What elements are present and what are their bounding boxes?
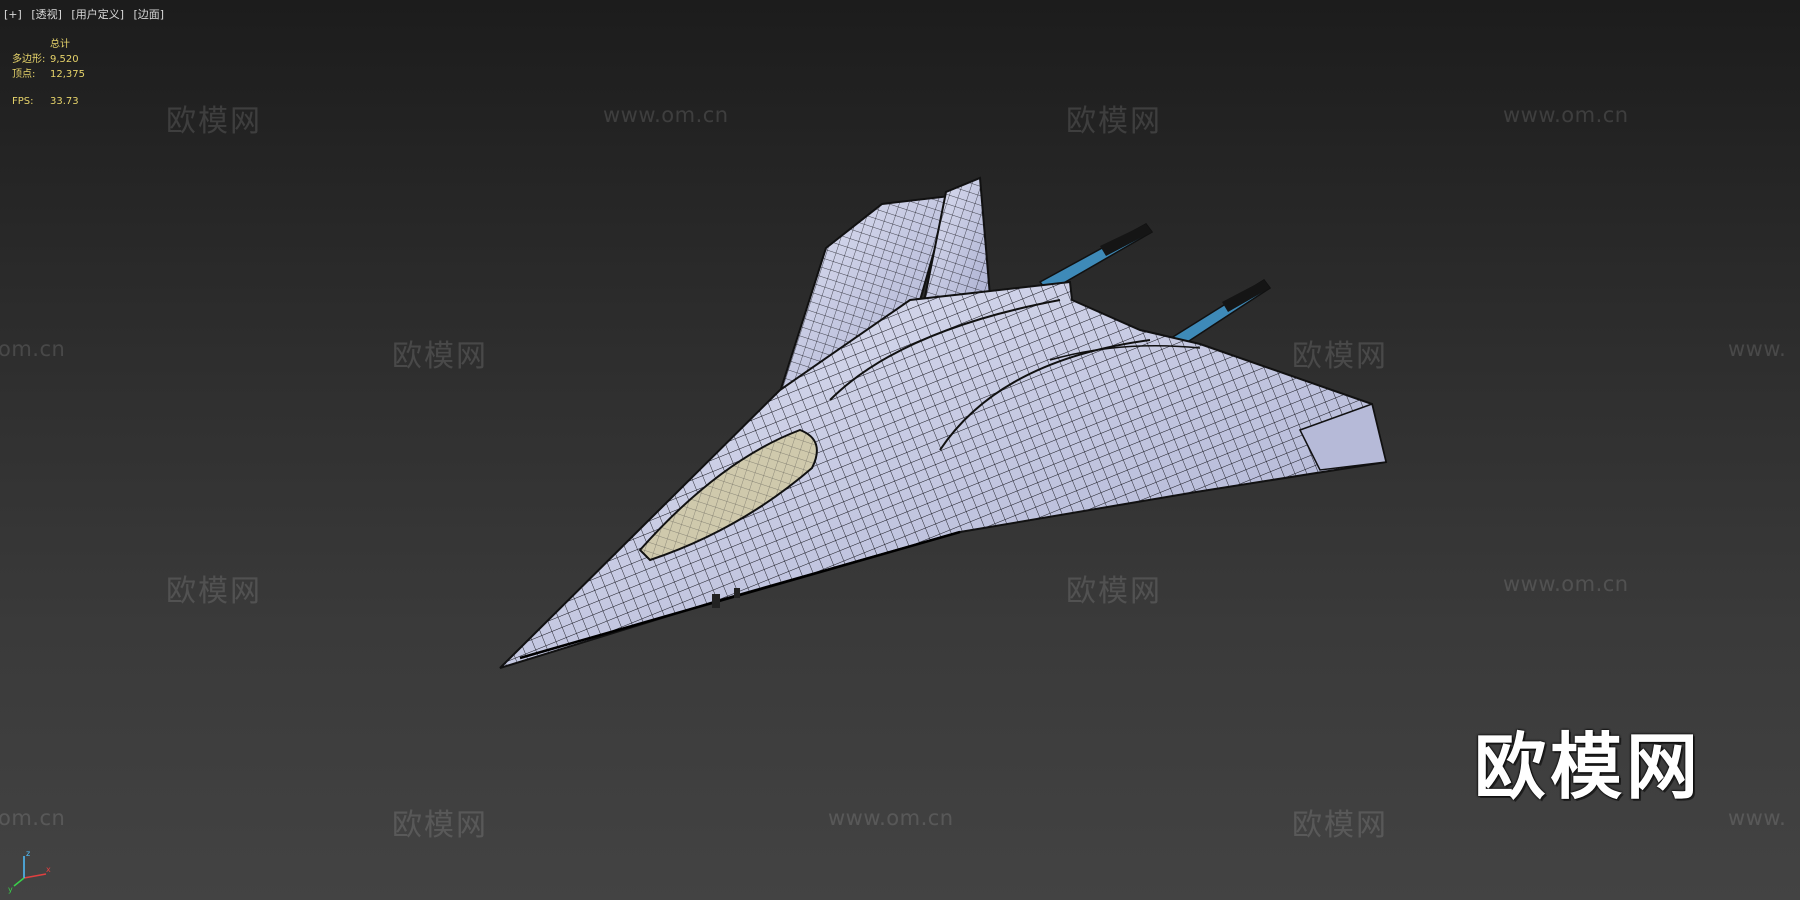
watermark-logo: 欧模网 <box>1066 574 1162 609</box>
watermark-logo: 欧模网 <box>1292 808 1388 843</box>
verts-value: 12,375 <box>50 69 85 80</box>
viewport-menu-camera[interactable]: [用户定义] <box>71 8 124 21</box>
watermark-logo: 欧模网 <box>392 339 488 374</box>
watermark-url-partial: www. <box>1728 806 1787 830</box>
stats-overlay: 总计 多边形: 9,520 顶点: 12,375 FPS: 33.73 <box>12 37 85 109</box>
verts-label: 顶点: <box>12 69 36 80</box>
brand-logo-watermark: 欧模网 <box>1474 725 1703 809</box>
watermark-url: www.om.cn <box>1503 103 1629 127</box>
polys-value: 9,520 <box>50 54 79 65</box>
watermark-url: www.om.cn <box>828 806 954 830</box>
landing-gear <box>712 588 740 608</box>
fuselage <box>499 280 1388 669</box>
exhaust-nozzle-left <box>1038 223 1154 293</box>
fps-label: FPS: <box>12 96 34 107</box>
watermark-url-partial: www. <box>1728 337 1787 361</box>
stats-header: 总计 <box>50 39 70 50</box>
watermark-url-partial: om.cn <box>0 806 66 830</box>
watermark-url: www.om.cn <box>1503 572 1629 596</box>
viewport-menu-shading[interactable]: [边面] <box>133 8 165 21</box>
axis-y-label: y <box>8 885 13 894</box>
watermark-logo: 欧模网 <box>1292 339 1388 374</box>
viewport-menu-view[interactable]: [透视] <box>31 8 62 21</box>
viewport-label: [+] [透视] [用户定义] [边面] <box>4 6 170 22</box>
watermark-logo: 欧模网 <box>166 574 262 609</box>
fps-value: 33.73 <box>50 96 79 107</box>
viewport-menu-plus[interactable]: [+] <box>4 8 22 21</box>
watermark-logo: 欧模网 <box>166 104 262 139</box>
axis-z-label: z <box>26 849 30 858</box>
vertical-stabilizer-right <box>918 176 992 324</box>
watermark-logo: 欧模网 <box>392 808 488 843</box>
watermark-url-partial: om.cn <box>0 337 66 361</box>
polys-label: 多边形: <box>12 54 46 65</box>
watermark-logo: 欧模网 <box>1066 104 1162 139</box>
watermark-url: www.om.cn <box>603 103 729 127</box>
axis-x-label: x <box>46 865 51 874</box>
axis-gizmo: x z y <box>8 849 51 894</box>
cockpit-canopy <box>638 428 818 562</box>
